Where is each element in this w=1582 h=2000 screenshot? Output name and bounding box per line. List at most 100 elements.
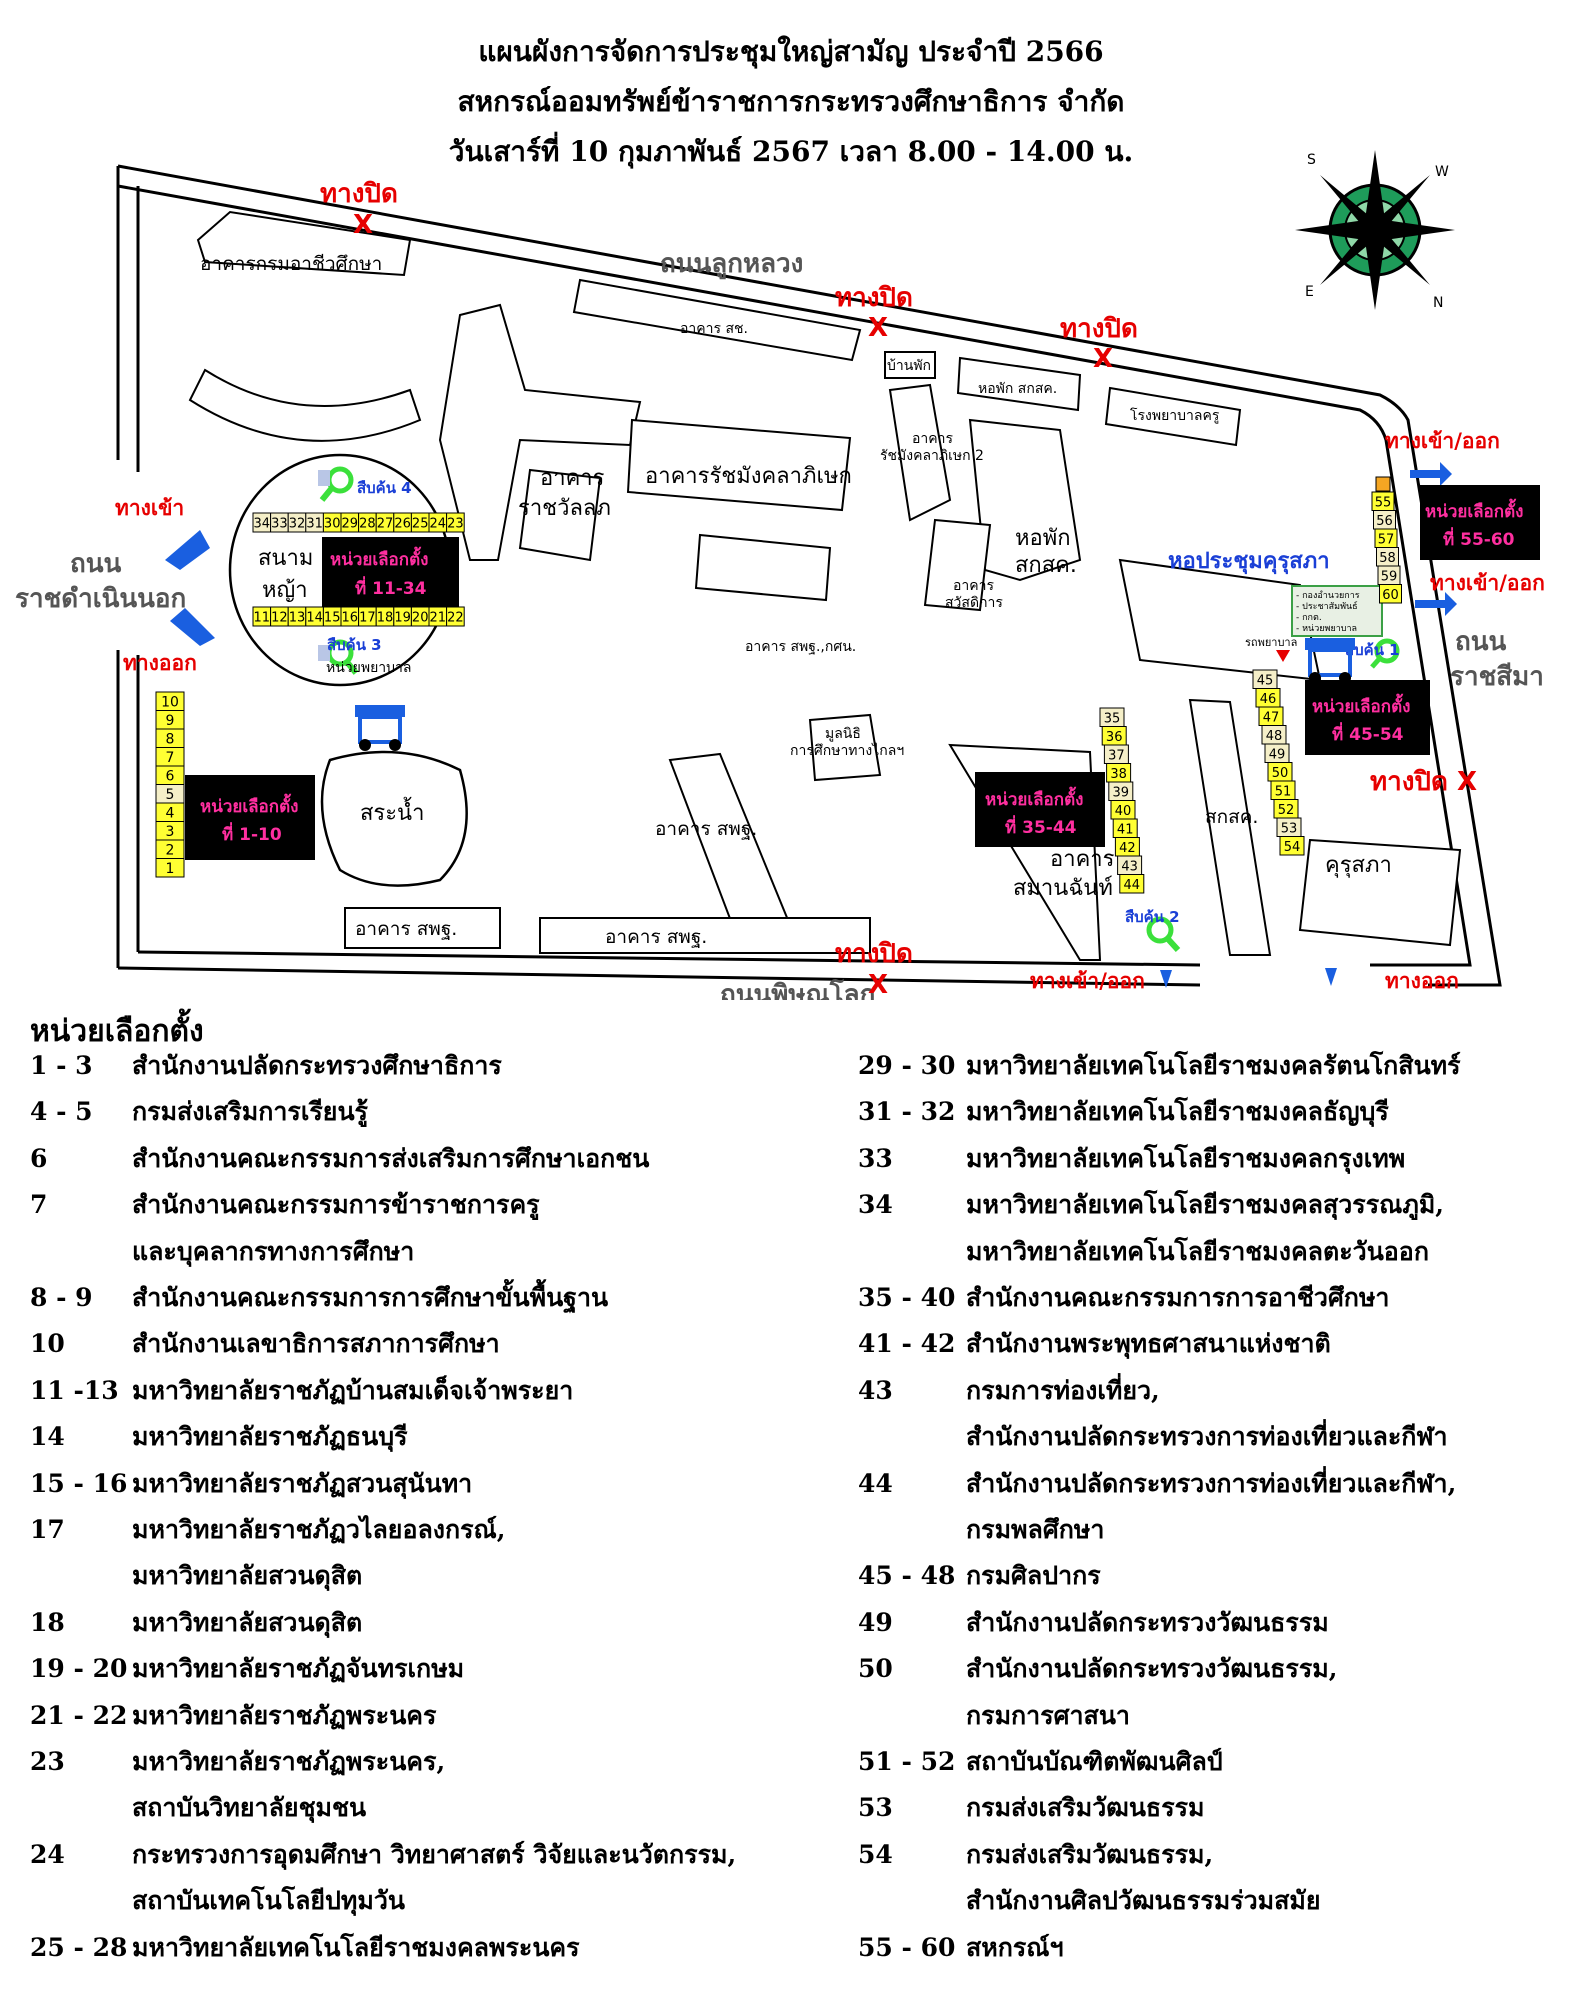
label-foundation-a: มูลนิธิ: [825, 726, 861, 742]
closed-label-3: ทางปิด: [1060, 314, 1138, 344]
booth-number-58: 58: [1379, 551, 1396, 566]
booth-number-43: 43: [1121, 859, 1138, 874]
booth-number-29: 29: [342, 517, 359, 532]
legend-unit-name: กรมการท่องเที่ยว,: [966, 1375, 1160, 1405]
building-vocational: [196, 210, 412, 277]
legend-unit-name: มหาวิทยาลัยเทคโนโลยีราชมงคลธัญบุรี: [966, 1097, 1389, 1127]
booth-line: - ประชาสัมพันธ์: [1296, 600, 1358, 612]
legend-unit-number: 8 - 9: [30, 1283, 93, 1312]
legend-unit-name: มหาวิทยาลัยสวนดุสิต: [132, 1607, 363, 1637]
booth-box-44: [1119, 874, 1145, 894]
legend-unit-name: มหาวิทยาลัยเทคโนโลยีราชมงคลกรุงเทพ: [966, 1143, 1406, 1173]
booth-number-31: 31: [306, 517, 323, 532]
unit-55-60-line-2: ที่ 55-60: [1443, 527, 1515, 550]
booth-number-27: 27: [377, 517, 394, 532]
compass-s: S: [1307, 152, 1316, 168]
legend-unit-name: มหาวิทยาลัยราชภัฏจันทรเกษม: [132, 1654, 465, 1684]
label-field-a: สนาม: [258, 546, 313, 571]
unit-35-44-line-1: หน่วยเลือกตั้ง: [985, 786, 1083, 810]
legend-unit-number: 7: [30, 1190, 48, 1220]
legend-unit-number: 41 - 42: [858, 1329, 956, 1359]
right-gate-arrow-icon: [1410, 462, 1452, 486]
building-ratchawallop: [438, 303, 642, 561]
info-4-label: สืบค้น 4: [357, 479, 412, 497]
gate-bottom-exit: ทางออก: [1385, 969, 1459, 993]
title-line-2: สหกรณ์ออมทรัพย์ข้าราชการกระทรวงศึกษาธิกา…: [457, 85, 1125, 118]
gate-left-exit: ทางออก: [123, 651, 197, 675]
campus-boundary: [116, 164, 1502, 987]
legend-unit-name: มหาวิทยาลัยเทคโนโลยีราชมงคลรัตนโกสินทร์: [966, 1051, 1461, 1080]
legend-unit-number: 19 - 20: [30, 1654, 128, 1684]
booth-number-40: 40: [1115, 804, 1132, 819]
booth-box-60: [1379, 584, 1402, 604]
legend-unit-number: 14: [30, 1422, 65, 1452]
legend-unit-number: 51 - 52: [858, 1747, 956, 1776]
label-dorm-mid-b: สกสค.: [1015, 553, 1077, 578]
building-spt-mid: [668, 752, 792, 947]
booth-number-41: 41: [1117, 822, 1134, 837]
booth-number-18: 18: [377, 611, 394, 626]
label-samanchan-b: สมานฉันท์: [1013, 876, 1113, 901]
legend-unit-name: สำนักงานปลัดกระทรวงวัฒนธรรม: [966, 1607, 1329, 1637]
building-hospital: [1104, 386, 1242, 447]
booth-number-7: 7: [166, 750, 175, 766]
gate-bottom-entry: ทางเข้า/ออก: [1030, 969, 1145, 993]
label-dorm-mid-a: หอพัก: [1015, 526, 1071, 551]
gate-right-top: ทางเข้า/ออก: [1385, 429, 1500, 453]
closed-label-2: ทางปิด: [835, 283, 913, 313]
booth-number-49: 49: [1269, 747, 1286, 762]
building-residence: [884, 351, 936, 379]
legend-unit-name: กรมส่งเสริมวัฒนธรรม: [966, 1793, 1205, 1823]
building-ratchawallop-wing: [518, 468, 602, 562]
legend-unit-number: 18: [30, 1607, 65, 1637]
booth-marker: [1375, 476, 1391, 492]
road-bottom-label: ถนนพิษณุโลก: [720, 978, 875, 1000]
unit-55-60-line-1: หน่วยเลือกตั้ง: [1425, 498, 1523, 522]
legend-unit-number: 49: [858, 1607, 893, 1637]
search-icon: [318, 466, 354, 502]
legend-unit-name: กรมส่งเสริมวัฒนธรรม,: [966, 1839, 1214, 1869]
compass-n: N: [1433, 295, 1443, 311]
legend-unit-name: และบุคลากรทางการศึกษา: [132, 1236, 415, 1266]
label-residence: บ้านพัก: [887, 358, 931, 374]
legend-unit-number: 4 - 5: [30, 1097, 93, 1127]
golf-cart-icon: [355, 705, 405, 751]
building-kurusapha: [1298, 838, 1462, 947]
legend-unit-name: สำนักงานปลัดกระทรวงการท่องเที่ยวและกีฬา: [966, 1422, 1448, 1452]
booth-number-16: 16: [342, 611, 359, 626]
closed-x-2: X: [868, 313, 888, 343]
legend-unit-number: 31 - 32: [858, 1097, 956, 1127]
legend-unit-number: 6: [30, 1143, 48, 1173]
building-sor-chor: [572, 278, 862, 362]
unit-label-45-54: หน่วยเลือกตั้ง ที่ 45-54: [1305, 680, 1430, 755]
legend-unit-number: 43: [858, 1375, 893, 1405]
search-icon: [1370, 638, 1400, 669]
entry-arrow-icon: [165, 530, 210, 570]
label-ratchawallop-a: อาคาร: [540, 466, 605, 491]
legend-unit-number: 55 - 60: [858, 1932, 956, 1962]
label-rajamangala: อาคารรัชมังคลาภิเษก: [645, 464, 852, 489]
building-dorm-top: [956, 356, 1082, 412]
unit-1-10-line-1: หน่วยเลือกตั้ง: [200, 793, 298, 817]
nursing-unit-label: หน่วยพยาบาล: [326, 660, 411, 676]
booth-number-11: 11: [254, 611, 271, 626]
booth-number-47: 47: [1263, 710, 1280, 725]
info-booth: [1291, 585, 1383, 637]
legend-unit-number: 11 -13: [30, 1375, 119, 1405]
legend-unit-number: 45 - 48: [858, 1561, 956, 1591]
legend-unit-number: 24: [30, 1839, 65, 1869]
unit-label-35-44: หน่วยเลือกตั้ง ที่ 35-44: [975, 772, 1105, 847]
road-right-label-2: ราชสีมา: [1450, 662, 1544, 692]
label-field-b: หญ้า: [262, 578, 308, 603]
unit-45-54-line-2: ที่ 45-54: [1332, 722, 1404, 745]
legend-unit-name: สำนักงานคณะกรรมการการอาชีวศึกษา: [966, 1283, 1390, 1312]
legend-unit-name: สถาบันบัณฑิตพัฒนศิลป์: [966, 1747, 1223, 1776]
road-right-label-1: ถนน: [1455, 627, 1507, 657]
legend-unit-name: มหาวิทยาลัยเทคโนโลยีราชมงคลตะวันออก: [966, 1236, 1429, 1266]
booth-number-15: 15: [324, 611, 341, 626]
booth-box-1: [155, 858, 185, 878]
legend-unit-number: 25 - 28: [30, 1932, 128, 1962]
building-spt-bottom-left: [344, 907, 501, 949]
